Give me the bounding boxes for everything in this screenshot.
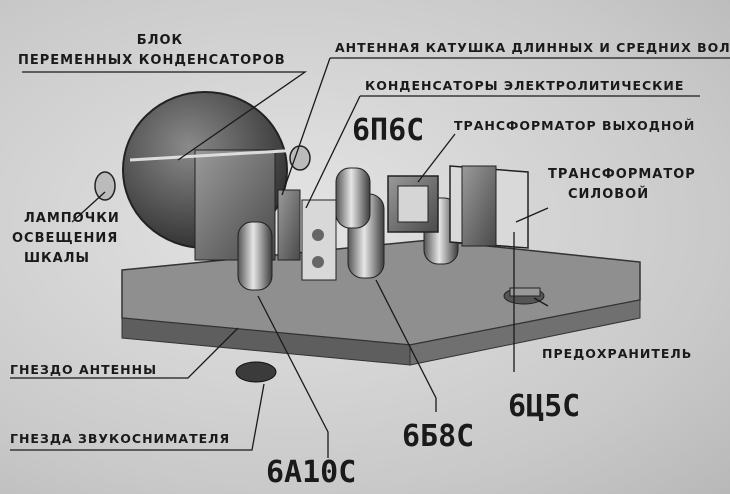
label-antenna-socket: ГНЕЗДО АНТЕННЫ (10, 362, 158, 377)
tube-6p6s-body (335, 167, 371, 229)
label-tube-6b8s: 6Б8С (402, 419, 475, 454)
label-lamps-line3: ШКАЛЫ (24, 251, 91, 266)
pickup-socket-body (235, 361, 277, 383)
tube-6a10s-body (237, 221, 273, 291)
leader-lines (10, 57, 730, 458)
label-block-line1: БЛОК (136, 33, 184, 48)
label-lamps-line2: ОСВЕЩЕНИЯ (12, 231, 119, 246)
label-tube-6c5s: 6Ц5С (508, 389, 581, 424)
label-transformer-output: ТРАНСФОРМАТОР ВЫХОДНОЙ (454, 118, 696, 133)
label-capacitors: КОНДЕНСАТОРЫ ЭЛЕКТРОЛИТИЧЕСКИЕ (365, 78, 685, 93)
fuse-body (503, 287, 545, 305)
dial-lamps (94, 145, 311, 201)
label-lamps-line1: ЛАМПОЧКИ (24, 211, 120, 226)
variable-capacitor-block (122, 91, 301, 261)
output-transformer-body (387, 175, 439, 233)
label-antenna-coil: АНТЕННАЯ КАТУШКА ДЛИННЫХ И СРЕДНИХ ВОЛН (335, 40, 730, 55)
label-pickup-sockets: ГНЕЗДА ЗВУКОСНИМАТЕЛЯ (10, 431, 231, 446)
electrolytic-capacitors-body (277, 189, 337, 281)
label-transformer-power-line2: СИЛОВОЙ (568, 187, 650, 202)
label-tube-6p6s: 6П6С (352, 113, 425, 148)
power-transformer-body (449, 165, 529, 249)
label-block-line2: ПЕРЕМЕННЫХ КОНДЕНСАТОРОВ (18, 53, 286, 68)
label-fuse: ПРЕДОХРАНИТЕЛЬ (542, 346, 693, 361)
label-tube-6a10s: 6А10С (266, 455, 357, 490)
label-transformer-power-line1: ТРАНСФОРМАТОР (548, 167, 696, 182)
